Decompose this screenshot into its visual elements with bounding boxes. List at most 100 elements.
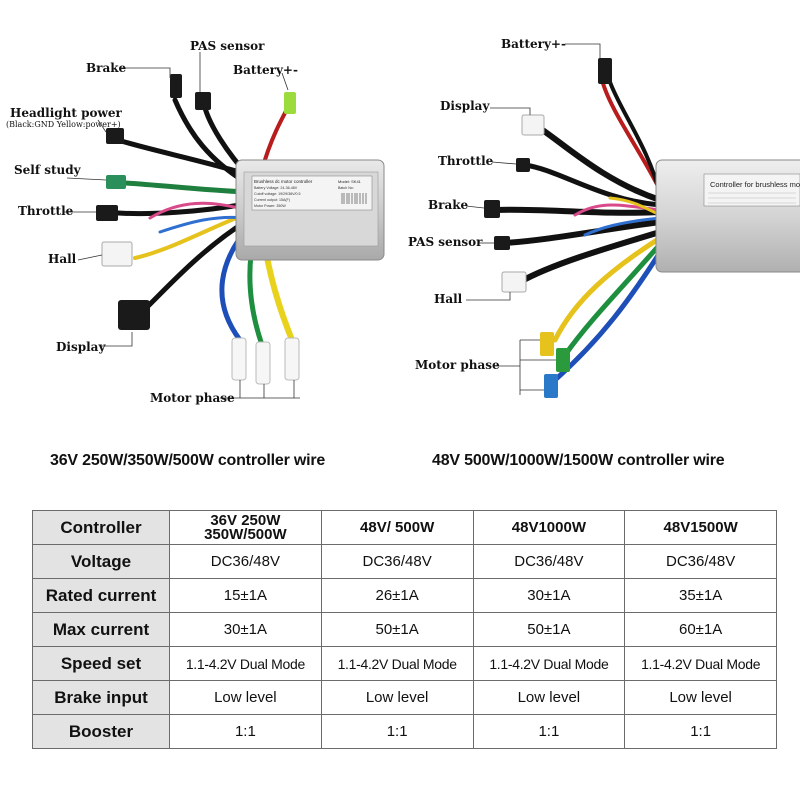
label-battery: Battery+- bbox=[233, 63, 298, 77]
table-row: Booster 1:1 1:1 1:1 1:1 bbox=[32, 714, 777, 749]
hall-connector bbox=[101, 241, 133, 267]
right-phase-yellow bbox=[540, 332, 554, 356]
table-cell: Low level bbox=[472, 680, 626, 715]
table-cell: DC36/48V bbox=[169, 544, 322, 579]
table-cell: 1:1 bbox=[320, 714, 474, 749]
right-controller-title: Controller for brushless motor bbox=[710, 180, 800, 189]
table-cell: 50±1A bbox=[472, 612, 626, 647]
column-header-line2: 350W/500W bbox=[204, 525, 287, 543]
column-header-48v-500w: 48V/ 500W bbox=[320, 510, 474, 545]
table-cell: 26±1A bbox=[320, 578, 474, 613]
right-battery-connector bbox=[598, 58, 612, 84]
label-headlight-note: (Black:GND Yellow:power+) bbox=[6, 120, 121, 129]
label-brake: Brake bbox=[86, 61, 127, 75]
table-cell: 1:1 bbox=[472, 714, 626, 749]
table-cell: 1.1-4.2V Dual Mode bbox=[169, 646, 322, 681]
self-study-connector bbox=[106, 175, 126, 189]
table-cell: 50±1A bbox=[320, 612, 474, 647]
phase-connector-3 bbox=[284, 337, 300, 381]
table-cell: 60±1A bbox=[624, 612, 777, 647]
caption-48v-controller: 48V 500W/1000W/1500W controller wire bbox=[432, 452, 725, 469]
label-throttle: Throttle bbox=[18, 204, 74, 218]
right-label-throttle: Throttle bbox=[438, 154, 494, 168]
row-label-booster: Booster bbox=[32, 714, 170, 749]
right-brake-connector bbox=[484, 200, 500, 218]
table-cell: 1.1-4.2V Dual Mode bbox=[624, 646, 777, 681]
table-corner-header: Controller bbox=[32, 510, 170, 545]
column-header-line1: 36V 250W bbox=[210, 511, 281, 529]
right-hall-connector bbox=[501, 271, 527, 293]
left-controller-line3: Current output: 15A(F) bbox=[254, 198, 290, 202]
brake-connector bbox=[170, 74, 182, 98]
right-label-pas-sensor: PAS sensor bbox=[408, 235, 483, 249]
table-cell: 1:1 bbox=[624, 714, 777, 749]
table-cell: 30±1A bbox=[169, 612, 322, 647]
right-wiring-diagram: Controller for brushless motor Battery+-… bbox=[408, 37, 800, 398]
label-pas-sensor: PAS sensor bbox=[190, 39, 265, 53]
column-header-48v-1000w: 48V1000W bbox=[472, 510, 626, 545]
throttle-connector bbox=[96, 205, 118, 221]
table-cell: DC36/48V bbox=[472, 544, 626, 579]
table-cell: 1.1-4.2V Dual Mode bbox=[472, 646, 626, 681]
label-self-study: Self study bbox=[14, 163, 82, 177]
table-row: Brake input Low level Low level Low leve… bbox=[32, 680, 777, 715]
table-row: Voltage DC36/48V DC36/48V DC36/48V DC36/… bbox=[32, 544, 777, 579]
pas-connector bbox=[195, 92, 211, 110]
row-label-speed-set: Speed set bbox=[32, 646, 170, 681]
table-cell: 1:1 bbox=[169, 714, 322, 749]
table-row: Max current 30±1A 50±1A 50±1A 60±1A bbox=[32, 612, 777, 647]
column-header-48v-1500w: 48V1500W bbox=[624, 510, 777, 545]
right-display-connector bbox=[521, 114, 545, 136]
table-cell: Low level bbox=[624, 680, 777, 715]
label-display: Display bbox=[56, 340, 106, 354]
right-label-battery: Battery+- bbox=[501, 37, 566, 51]
barcode-graphic bbox=[341, 193, 367, 204]
right-label-brake: Brake bbox=[428, 198, 469, 212]
right-connectors bbox=[484, 58, 612, 398]
table-cell: DC36/48V bbox=[320, 544, 474, 579]
right-pas-connector bbox=[494, 236, 510, 250]
right-phase-green bbox=[556, 348, 570, 372]
table-cell: Low level bbox=[169, 680, 322, 715]
left-leader-lines bbox=[64, 52, 300, 399]
table-cell: 1.1-4.2V Dual Mode bbox=[320, 646, 474, 681]
headlight-connector bbox=[106, 128, 124, 144]
table-row: Rated current 15±1A 26±1A 30±1A 35±1A bbox=[32, 578, 777, 613]
label-headlight: Headlight power bbox=[10, 106, 122, 120]
right-label-motor-phase: Motor phase bbox=[415, 358, 500, 372]
right-label-display: Display bbox=[440, 99, 490, 113]
battery-connector bbox=[284, 92, 296, 114]
label-motor-phase: Motor phase bbox=[150, 391, 235, 405]
label-hall: Hall bbox=[48, 252, 77, 266]
left-controller-line1: Battery Voltage: 24-36-48V bbox=[254, 186, 298, 190]
right-leader-lines bbox=[465, 43, 601, 395]
right-controller-box: Controller for brushless motor bbox=[655, 159, 800, 273]
table-cell: 30±1A bbox=[472, 578, 626, 613]
left-controller-line4: Motor Power: 350W bbox=[254, 204, 286, 208]
left-controller-title: Brushless dc motor controller bbox=[254, 179, 313, 184]
right-throttle-connector bbox=[516, 158, 530, 172]
display-connector bbox=[118, 300, 150, 330]
left-controller-box: Brushless dc motor controller Model: SK4… bbox=[235, 159, 385, 261]
right-phase-blue bbox=[544, 374, 558, 398]
row-label-max-current: Max current bbox=[32, 612, 170, 647]
caption-36v-controller: 36V 250W/350W/500W controller wire bbox=[50, 452, 326, 469]
left-wiring-diagram: Brushless dc motor controller Model: SK4… bbox=[6, 39, 385, 405]
right-label-hall: Hall bbox=[434, 292, 463, 306]
table-row: Speed set 1.1-4.2V Dual Mode 1.1-4.2V Du… bbox=[32, 646, 777, 681]
table-cell: 35±1A bbox=[624, 578, 777, 613]
table-cell: Low level bbox=[320, 680, 474, 715]
left-controller-batch: Batch No: bbox=[338, 186, 354, 190]
left-connectors bbox=[96, 74, 300, 385]
wiring-diagrams: Brushless dc motor controller Model: SK4… bbox=[6, 37, 800, 405]
row-label-rated-current: Rated current bbox=[32, 578, 170, 613]
table-cell: 15±1A bbox=[169, 578, 322, 613]
right-wires bbox=[492, 78, 667, 383]
table-cell: DC36/48V bbox=[624, 544, 777, 579]
row-label-voltage: Voltage bbox=[32, 544, 170, 579]
phase-connector-2 bbox=[255, 341, 271, 385]
phase-connector-1 bbox=[231, 337, 247, 381]
